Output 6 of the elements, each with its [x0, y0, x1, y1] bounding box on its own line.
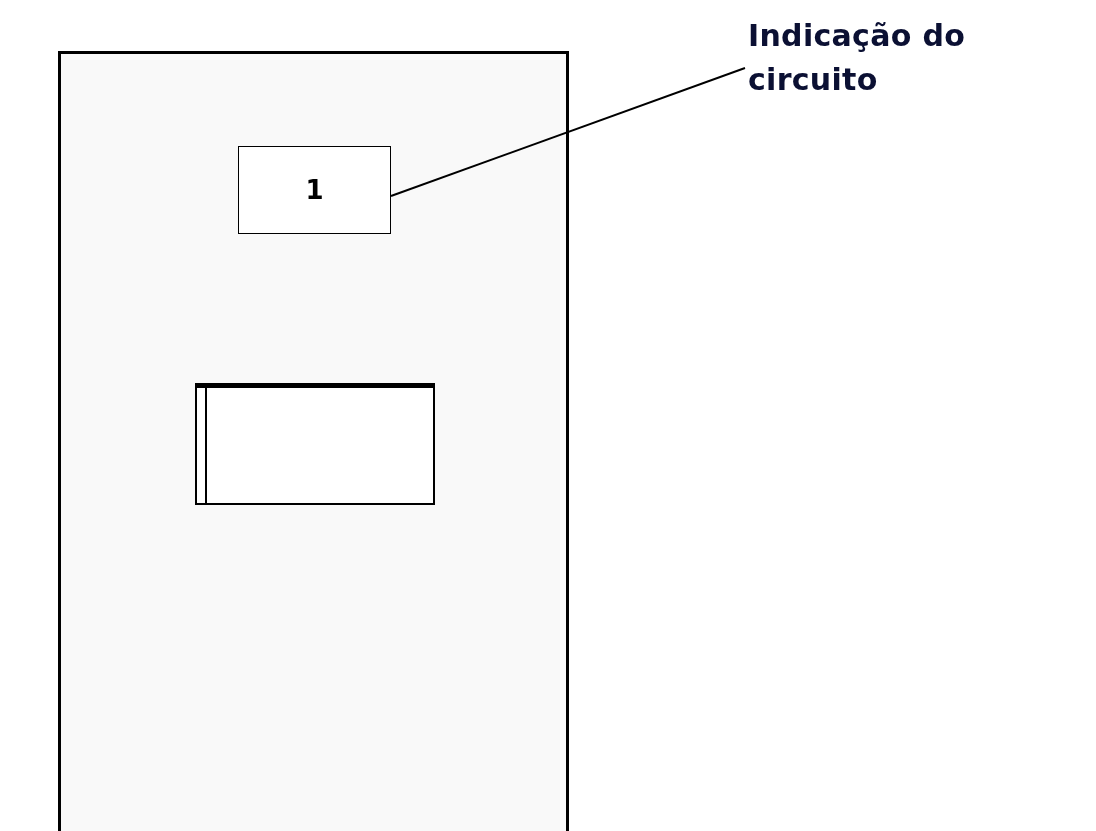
circuit-number: 1	[305, 175, 324, 205]
switch-drawing	[195, 383, 435, 505]
callout-text: Indicação do circuito	[748, 14, 1068, 102]
panel-box	[58, 51, 569, 831]
label-box	[238, 146, 391, 234]
leader-line	[390, 67, 746, 197]
